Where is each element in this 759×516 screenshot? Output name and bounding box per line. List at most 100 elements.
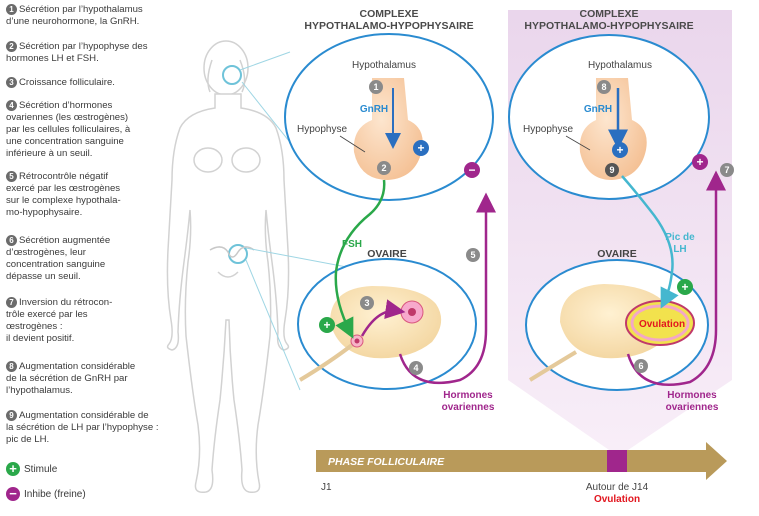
panel2-lh-arrow bbox=[621, 175, 679, 309]
legend-text: par les cellules folliculaires, à bbox=[6, 124, 131, 135]
diagram-label: 1 bbox=[373, 82, 378, 92]
panel1-fsh-arrow bbox=[334, 179, 386, 339]
step-number bbox=[634, 359, 648, 373]
plus-icon bbox=[319, 317, 335, 333]
panel2-oviduct bbox=[528, 350, 578, 382]
legend-text: Sécrétion d’hormones bbox=[19, 100, 113, 111]
uterus-shape bbox=[209, 246, 255, 258]
step-number bbox=[466, 248, 480, 262]
panel1-hypothalamus-label: Hypothalamus bbox=[352, 60, 416, 71]
body-silhouette bbox=[166, 40, 290, 494]
panel2-hormone-arrow bbox=[626, 170, 726, 386]
step-number: 3 bbox=[6, 77, 17, 88]
diagram-label: 4 bbox=[413, 363, 418, 373]
panel2-hormones-label: Hormones bbox=[667, 390, 717, 401]
step-number: 4 bbox=[6, 100, 17, 111]
panel2-pituitary bbox=[579, 78, 647, 180]
plus-icon bbox=[692, 154, 708, 170]
panel1-pituitary bbox=[353, 78, 423, 180]
panel2-mature-follicle bbox=[625, 300, 695, 346]
step-number: 2 bbox=[6, 41, 17, 52]
legend-text: Croissance folliculaire. bbox=[19, 77, 115, 88]
step-number bbox=[360, 296, 374, 310]
key-stimule: + Stimule bbox=[6, 462, 57, 476]
panel2-ovariennes-label: ovariennes bbox=[666, 402, 719, 413]
diagram-label: + bbox=[681, 280, 688, 294]
diagram-label: − bbox=[468, 163, 475, 177]
panel1-fsh-label: FSH bbox=[342, 239, 362, 250]
day14-label: Autour de J14 bbox=[586, 482, 649, 493]
callout-line bbox=[245, 259, 301, 391]
panel1-oviduct bbox=[298, 343, 354, 382]
legend-text: Sécrétion par l’hypophyse des bbox=[19, 41, 148, 52]
j1-label: J1 bbox=[321, 482, 332, 493]
legend-text: Sécrétion par l’hypothalamus bbox=[19, 4, 143, 15]
diagram-label: + bbox=[323, 318, 330, 332]
plus-icon bbox=[612, 142, 628, 158]
callout-line bbox=[245, 247, 353, 269]
panel1-ovariennes-label: ovariennes bbox=[442, 402, 495, 413]
panel2-hypophyse-pointer bbox=[565, 135, 591, 151]
plus-icon: + bbox=[6, 462, 20, 476]
diagram-label: 5 bbox=[470, 250, 475, 260]
step-number bbox=[377, 161, 391, 175]
legend-text: ovariennes (les œstrogènes) bbox=[6, 112, 129, 123]
panel2-ovulation-label: Ovulation bbox=[639, 319, 685, 330]
panel2-lh-label: LH bbox=[673, 244, 686, 255]
panel1-hypophyse-label: Hypophyse bbox=[297, 124, 347, 135]
legend-text: mo-hypophysaire. bbox=[6, 207, 83, 218]
panel2-pic-label: Pic de bbox=[665, 232, 695, 243]
diagram-label: 6 bbox=[638, 361, 643, 371]
legend-text: dépasse un seuil. bbox=[6, 271, 81, 282]
diagram-label: + bbox=[616, 143, 623, 157]
legend-text: concentration sanguine bbox=[6, 259, 106, 270]
legend-text: une concentration sanguine bbox=[6, 136, 124, 147]
step-number bbox=[605, 163, 619, 177]
callout-line bbox=[239, 51, 291, 71]
legend-text: pic de LH. bbox=[6, 434, 50, 445]
legend-text: exercé par les œstrogènes bbox=[6, 183, 121, 194]
legend-text: sur le complexe hypothala- bbox=[6, 195, 121, 206]
panel2-title-line1: COMPLEXE bbox=[580, 8, 639, 20]
phase-folliculaire-label: PHASE FOLLICULAIRE bbox=[328, 456, 445, 468]
step-number bbox=[409, 361, 423, 375]
diagram-label: 8 bbox=[601, 82, 606, 92]
plus-icon bbox=[413, 140, 429, 156]
key-inhibe: − Inhibe (freine) bbox=[6, 487, 86, 501]
panel1-hypophyse-pointer bbox=[339, 135, 366, 153]
legend-text: trôle exercé par les bbox=[6, 309, 88, 320]
diagram-label: 3 bbox=[364, 298, 369, 308]
panel1-hormones-label: Hormones bbox=[443, 390, 493, 401]
key-label: Inhibe (freine) bbox=[24, 488, 86, 500]
ovulation-marker bbox=[607, 450, 627, 472]
ovulation-timeline-label: Ovulation bbox=[594, 494, 640, 505]
step-number: 1 bbox=[6, 4, 17, 15]
diagram-label: 9 bbox=[609, 165, 614, 175]
panel1-title-line2: HYPOTHALAMO-HYPOPHYSAIRE bbox=[304, 20, 473, 32]
diagram-label: + bbox=[696, 155, 703, 169]
diagram-label: 2 bbox=[381, 163, 386, 173]
minus-icon bbox=[464, 162, 480, 178]
legend-text: de la sécrétion de GnRH par bbox=[6, 373, 128, 384]
legend-text: l’hypothalamus. bbox=[6, 385, 73, 396]
panel2-hypophyse-label: Hypophyse bbox=[523, 124, 573, 135]
panel1-hormone-arrow bbox=[398, 192, 496, 385]
diagram-label: 7 bbox=[724, 165, 729, 175]
panel2-ovaire-label: OVAIRE bbox=[597, 248, 636, 260]
panel2-gnrh-label: GnRH bbox=[584, 104, 612, 115]
panel1-title-line1: COMPLEXE bbox=[360, 8, 419, 20]
legend-text: d’une neurohormone, la GnRH. bbox=[6, 16, 140, 27]
legend-text: il devient positif. bbox=[6, 333, 75, 344]
step-number bbox=[597, 80, 611, 94]
brain-marker bbox=[222, 65, 242, 85]
step-number: 6 bbox=[6, 235, 17, 246]
